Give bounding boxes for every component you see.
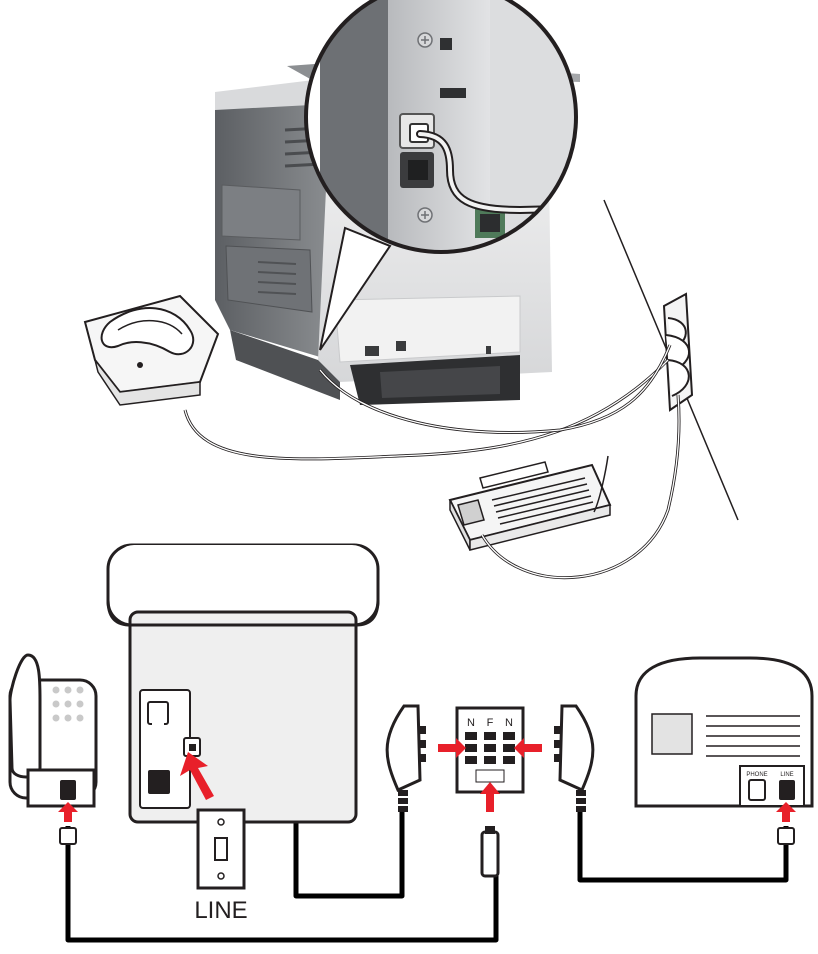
telephone-keypad [52,686,84,722]
printer-schematic [106,543,380,824]
cable-answering-machine-to-tae [577,812,789,883]
arrow-left-into-socket [438,738,466,758]
telephone-plug [59,827,77,845]
am-port-label-phone: PHONE [746,772,767,778]
tae-code-n-right: N [505,717,513,729]
arrow-up-into-socket [480,782,500,812]
rj-plug-bottom [480,826,500,878]
tae-plug-right [554,704,595,812]
am-port-label-line: LINE [780,772,793,778]
wall-jack-line: LINE [194,808,248,924]
cable-phone-to-tae [65,826,499,943]
telephone-3d [83,294,220,406]
arrow-right-into-socket [514,738,542,758]
illustration-3d [83,0,739,579]
arrow-to-am-line-port [776,802,796,822]
answering-machine-schematic: PHONE LINE [634,656,814,845]
telephone-schematic [8,653,98,845]
tae-code-n-left: N [467,717,475,729]
schematic: LINE N [8,543,814,943]
wall-jack-label: LINE [194,897,247,924]
printer-phone-port [147,701,169,726]
tae-plug-left [385,704,426,812]
telephone-line-port [60,780,76,800]
printer-line-port [183,737,201,757]
tae-code-f: F [487,717,494,729]
zoom-callout [304,0,578,254]
tae-wall-socket-3d [662,292,694,412]
am-phone-port [748,779,766,801]
arrow-to-printer-line-port [180,752,214,800]
printer-ext-port [148,770,170,794]
answering-machine-3d [448,461,612,551]
tae-socket: N F N [455,706,525,794]
arrow-to-telephone-port [58,802,78,822]
am-line-plug [777,827,795,845]
am-line-port [779,780,795,800]
